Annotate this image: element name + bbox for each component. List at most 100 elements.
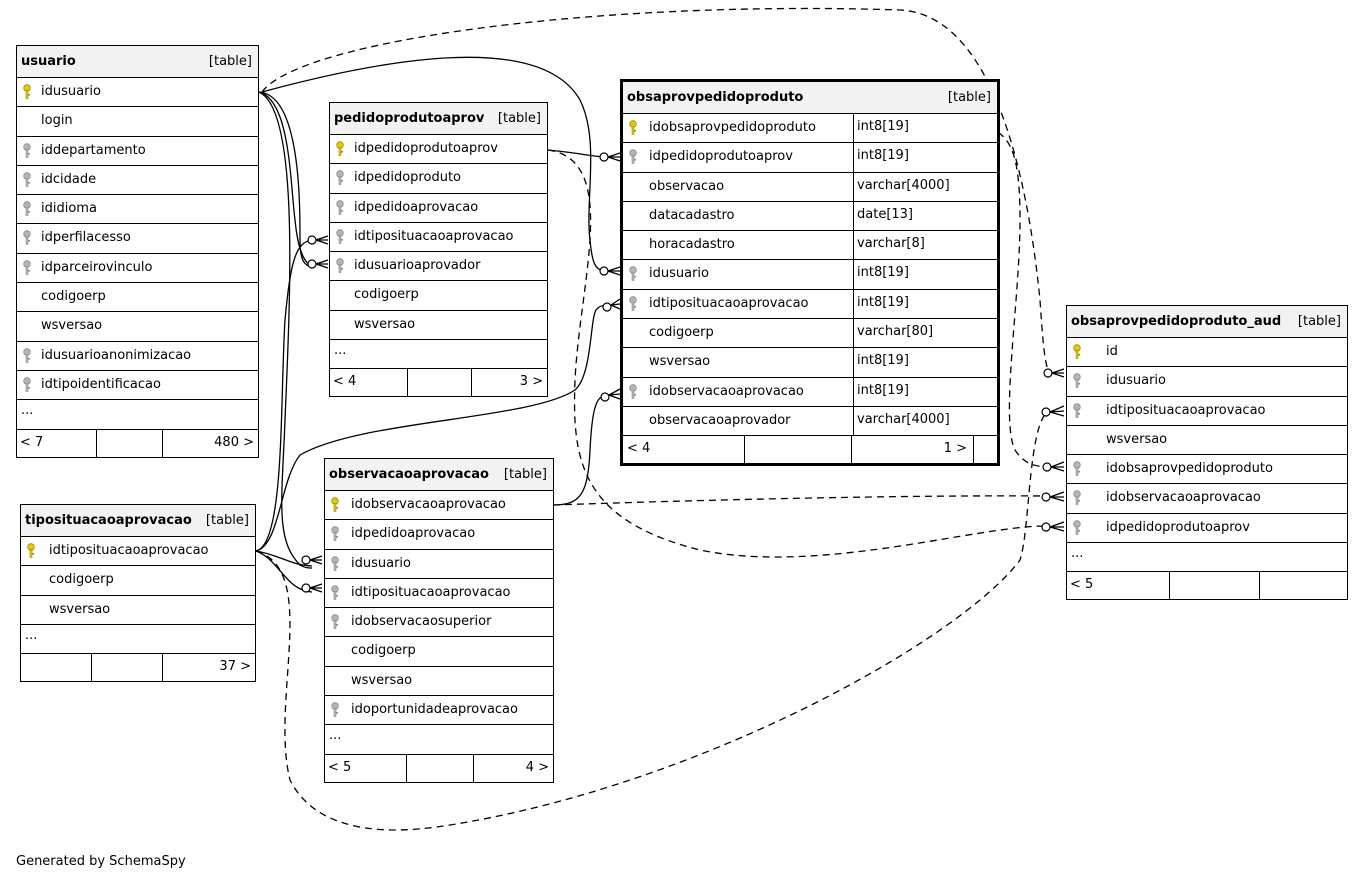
column-row[interactable]: id	[1067, 338, 1347, 368]
table-tiposituacaoaprovacao[interactable]: tiposituacaoaprovacao [table] idtipositu…	[20, 504, 256, 683]
column-row[interactable]: idusuario	[1067, 367, 1347, 397]
column-row[interactable]: idtiposituacaoaprovacao	[21, 537, 255, 567]
column-row[interactable]: idpedidoproduto	[330, 164, 547, 194]
column-row[interactable]: idusuarioaprovador	[330, 252, 547, 282]
column-row[interactable]: idtiposituacaoaprovacao	[330, 223, 547, 253]
foreign-key-icon	[331, 555, 339, 571]
column-name: codigoerp	[49, 572, 114, 588]
column-row[interactable]: idparceirovinculo	[17, 254, 258, 284]
column-row[interactable]: wsversao	[1067, 426, 1347, 456]
column-row[interactable]: idpedidoprodutoaprov	[1067, 514, 1347, 544]
column-name: horacadastro	[649, 237, 735, 253]
column-name: idtiposituacaoaprovacao	[351, 584, 511, 600]
column-name: idusuario	[1106, 373, 1166, 389]
table-obsaprovpedidoproduto[interactable]: obsaprovpedidoproduto [table] idobsaprov…	[620, 79, 1000, 467]
column-row[interactable]: idtiposituacaoaprovacao	[325, 579, 553, 609]
column-row[interactable]: codigoerp	[330, 281, 547, 311]
foreign-key-icon	[629, 149, 637, 165]
primary-key-icon	[336, 141, 344, 156]
column-row[interactable]: idperfilacesso	[17, 224, 258, 254]
column-name: idtiposituacaoaprovacao	[1106, 402, 1266, 418]
column-row[interactable]: codigoerp	[21, 566, 255, 596]
edge-pedido-obsaprov	[547, 149, 604, 158]
column-name: idusuario	[649, 266, 709, 282]
column-name: codigoerp	[41, 289, 106, 305]
column-row[interactable]: idpedidoaprovacao	[330, 194, 547, 223]
column-type: date[13]	[853, 201, 975, 231]
column-row[interactable]: codigoerp	[17, 283, 258, 313]
column-name: idcidade	[41, 171, 97, 187]
table-header: pedidoprodutoaprov [table]	[330, 103, 547, 135]
table-footer: < 7 480 >	[17, 429, 258, 457]
column-row[interactable]: idoportunidadeaprovacao	[325, 696, 553, 726]
foreign-key-icon	[23, 230, 31, 246]
column-row[interactable]: idpedidoaprovacao	[325, 520, 553, 550]
footer-left: < 4	[333, 374, 357, 390]
column-row[interactable]: idusuario	[17, 78, 258, 108]
column-name: idobsaprovpedidoproduto	[1106, 461, 1273, 477]
column-row[interactable]: idobsaprovpedidoproduto	[1067, 455, 1347, 485]
column-name: idpedidoprodutoaprov	[649, 149, 793, 165]
column-type: int8[19]	[853, 348, 975, 377]
edge-tipo-pedidoprodutoaprov	[255, 239, 313, 552]
column-row[interactable]: idusuario	[325, 550, 553, 579]
column-name: idpedidoprodutoaprov	[354, 141, 498, 156]
edge-tipo-aud-dashed	[255, 411, 1048, 831]
table-observacaoaprovacao[interactable]: observacaoaprovacao [table] idobservacao…	[324, 458, 554, 783]
footer-right: 37 >	[219, 659, 251, 675]
foreign-key-icon	[23, 142, 31, 158]
foreign-key-icon	[331, 526, 339, 542]
column-name: idperfilacesso	[41, 230, 131, 246]
foreign-key-icon	[23, 347, 31, 363]
table-name: observacaoaprovacao	[329, 467, 489, 482]
column-row[interactable]: ididioma	[17, 195, 258, 225]
foreign-key-icon	[23, 260, 31, 275]
column-row[interactable]: iddepartamento	[17, 137, 258, 166]
footer-left: < 5	[1070, 577, 1094, 593]
primary-key-icon	[331, 497, 339, 512]
column-row[interactable]: wsversao	[325, 667, 553, 697]
edge-usuario-observacao	[258, 91, 313, 569]
table-footer: < 4 3 >	[330, 369, 547, 397]
column-name: idobservacaoaprovacao	[649, 383, 804, 399]
column-row[interactable]: idobservacaosuperior	[325, 608, 553, 638]
column-row[interactable]: wsversao	[330, 311, 547, 341]
column-type: varchar[80]	[853, 319, 975, 348]
column-row[interactable]: login	[17, 107, 258, 137]
column-row[interactable]: idobservacaoaprovacao	[1067, 484, 1347, 514]
edge-usuario-obsaprov	[261, 56, 605, 272]
table-pedidoprodutoaprov[interactable]: pedidoprodutoaprov [table] idpedidoprodu…	[329, 102, 548, 398]
column-row[interactable]: idusuarioanonimizacao	[17, 342, 258, 371]
foreign-key-icon	[629, 266, 637, 282]
column-row[interactable]: idobservacaoaprovacao int8[19]	[623, 377, 997, 407]
column-row[interactable]: wsversao	[17, 312, 258, 342]
column-name: idobservacaoaprovacao	[351, 497, 506, 512]
column-row[interactable]: idobservacaoaprovacao	[325, 491, 553, 521]
column-row[interactable]: codigoerp	[325, 637, 553, 667]
table-header: usuario [table]	[17, 46, 258, 78]
column-row[interactable]: idtipoidentificacao	[17, 371, 258, 401]
column-row[interactable]: idcidade	[17, 166, 258, 196]
column-type: int8[19]	[853, 377, 975, 406]
column-name: wsversao	[354, 316, 416, 332]
foreign-key-icon	[336, 258, 344, 273]
column-row[interactable]: idpedidoprodutoaprov	[330, 135, 547, 165]
table-tag: [table]	[205, 513, 249, 528]
more-columns: ...	[21, 625, 255, 655]
column-row[interactable]: wsversao	[21, 596, 255, 625]
table-header: observacaoaprovacao [table]	[325, 459, 553, 491]
column-row[interactable]: idtiposituacaoaprovacao	[1067, 397, 1347, 426]
primary-key-icon	[23, 84, 31, 99]
